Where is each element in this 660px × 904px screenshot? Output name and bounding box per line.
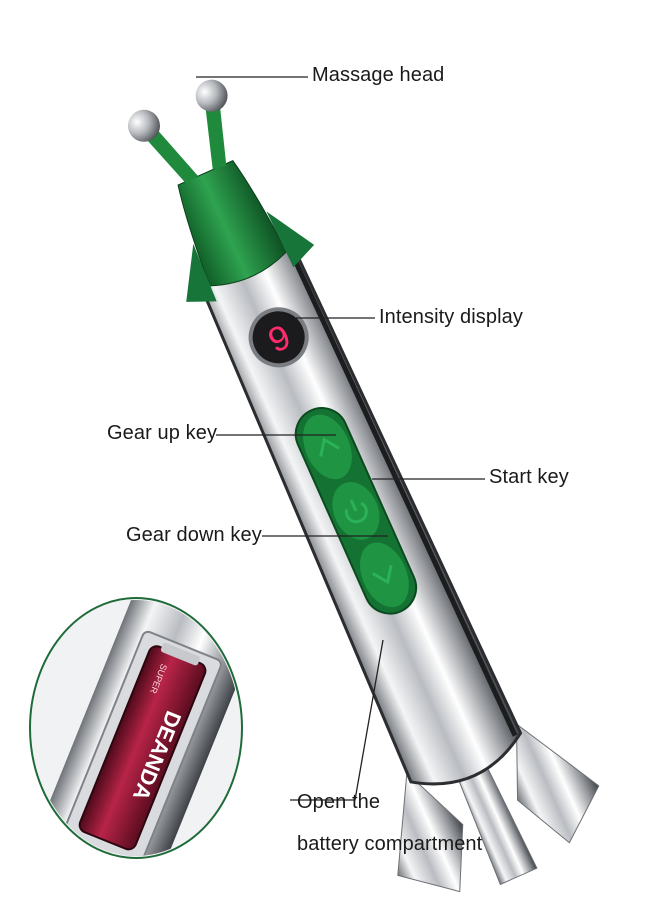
down-arrow-icon <box>372 564 393 585</box>
battery-label-line1: Open the <box>297 791 381 813</box>
pen-head <box>177 160 288 287</box>
tail-fin <box>397 771 464 893</box>
gear-up-key-label: Gear up key <box>107 422 218 444</box>
massage-pen: 9 <box>127 79 600 893</box>
massage-head-label: Massage head <box>312 64 445 86</box>
start-key-label: Start key <box>489 466 569 488</box>
gear-down-button[interactable] <box>350 535 418 615</box>
battery-inset: DEANDA SUPER <box>29 597 243 859</box>
prong <box>142 125 199 184</box>
leader-line-battery <box>290 639 384 801</box>
body-stripe <box>285 244 518 737</box>
massage-ball <box>195 79 228 112</box>
massage-ball <box>127 109 160 142</box>
tail-fin <box>515 722 600 844</box>
prong <box>204 100 227 170</box>
gear-up-button[interactable] <box>294 407 362 487</box>
power-icon <box>344 499 368 524</box>
head-wing <box>186 243 217 302</box>
leader-lines <box>196 76 485 801</box>
intensity-display-label: Intensity display <box>379 306 523 328</box>
gear-down-key-label: Gear down key <box>126 524 262 546</box>
up-arrow-icon <box>319 437 340 457</box>
intensity-display <box>248 307 309 368</box>
battery-label-line2: battery compartment <box>297 833 483 855</box>
head-wing <box>266 211 315 268</box>
